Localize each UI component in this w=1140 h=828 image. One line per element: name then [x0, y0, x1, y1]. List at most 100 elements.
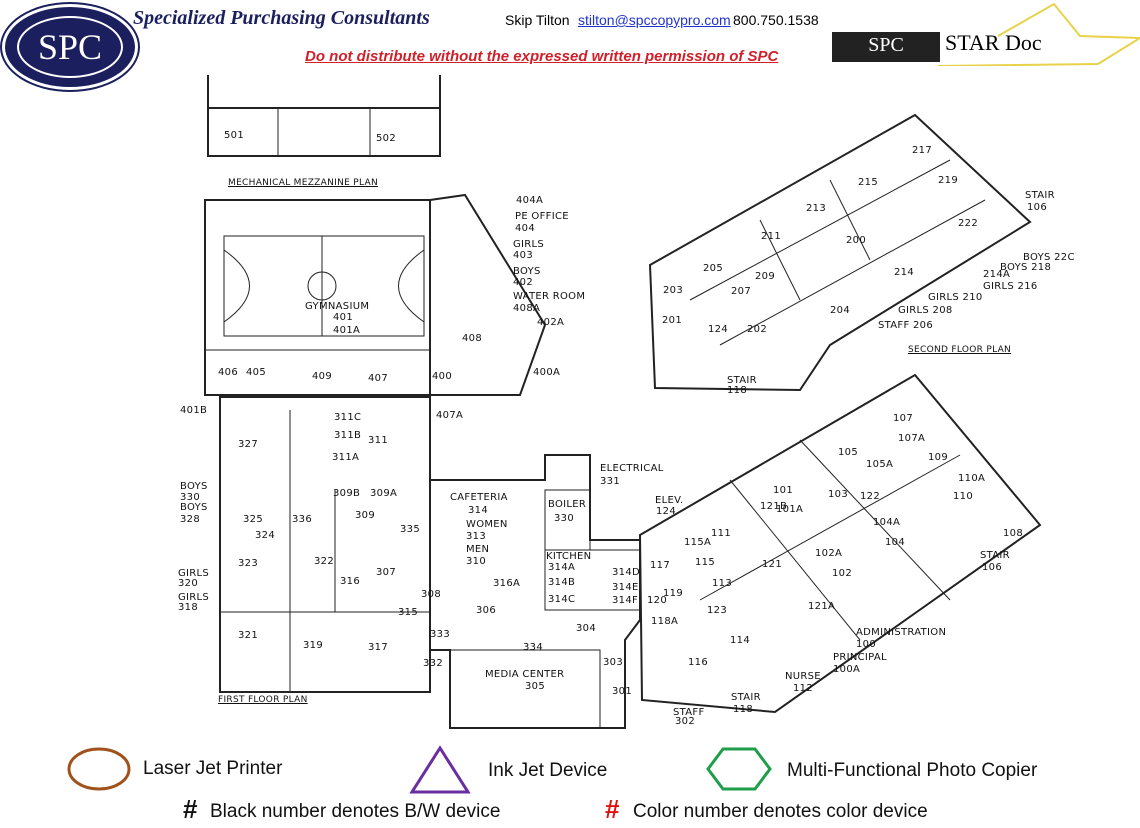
room-label: 404A — [516, 195, 544, 206]
second-floor-block — [648, 113, 1032, 392]
room-label: GIRLS 216 — [983, 281, 1038, 292]
room-label: BOYS — [180, 502, 208, 513]
room-label: STAIR — [1025, 190, 1055, 201]
room-label: 118A — [651, 616, 679, 627]
room-label: 113 — [712, 578, 732, 589]
room-label: 213 — [806, 203, 826, 214]
room-label: 315 — [398, 607, 418, 618]
room-label: 314C — [548, 594, 576, 605]
room-label: 400 — [432, 371, 452, 382]
mezzanine-outline — [207, 107, 441, 157]
room-label: 402 — [513, 277, 533, 288]
first-floor-block — [219, 396, 431, 693]
room-label: 316 — [340, 576, 360, 587]
room-label: WOMEN — [466, 519, 508, 530]
room-label: KITCHEN — [546, 551, 592, 562]
room-label: 204 — [830, 305, 850, 316]
room-label: 104A — [873, 517, 901, 528]
contact-email-link[interactable]: stilton@spccopypro.com — [578, 12, 731, 28]
room-label: 121 — [762, 559, 782, 570]
star-icon — [937, 2, 1140, 66]
room-label: STAFF — [673, 707, 705, 718]
room-label: STAFF 206 — [878, 320, 933, 331]
room-label: 106 — [982, 562, 1002, 573]
first-floor-east-wing — [638, 373, 1042, 714]
room-label: 311 — [368, 435, 388, 446]
laser-printer-circle-icon — [67, 747, 131, 791]
room-label: 106 — [1027, 202, 1047, 213]
room-label: 321 — [238, 630, 258, 641]
room-label: FIRST FLOOR PLAN — [218, 695, 308, 705]
room-label: GIRLS — [513, 239, 545, 250]
room-label: 211 — [761, 231, 781, 242]
room-label: 222 — [958, 218, 978, 229]
room-label: 328 — [180, 514, 200, 525]
room-label: 109 — [928, 452, 948, 463]
room-label: 314D — [612, 567, 640, 578]
room-label: 214A — [983, 269, 1011, 280]
room-label: 120 — [647, 595, 667, 606]
room-label: 311C — [334, 412, 362, 423]
room-label: STAIR — [727, 375, 757, 386]
legend-bw-label: Black number denotes B/W device — [210, 801, 501, 822]
room-label: 219 — [938, 175, 958, 186]
room-label: GIRLS 210 — [928, 292, 983, 303]
room-label: 209 — [755, 271, 775, 282]
room-label: 314F — [612, 595, 639, 606]
room-label: 104 — [885, 537, 905, 548]
room-label: 123 — [707, 605, 727, 616]
room-label: 324 — [255, 530, 275, 541]
room-label: 103 — [828, 489, 848, 500]
room-label: 214 — [894, 267, 914, 278]
red-hash-icon: # — [605, 794, 620, 824]
room-label: 313 — [466, 531, 486, 542]
room-label: 116 — [688, 657, 708, 668]
mfp-hexagon-icon — [706, 747, 772, 791]
contact-phone: 800.750.1538 — [733, 12, 819, 28]
room-label: 119 — [663, 588, 683, 599]
room-label: 108 — [1003, 528, 1023, 539]
room-label: 331 — [600, 476, 620, 487]
room-label: NURSE — [785, 671, 821, 682]
room-label: 114 — [730, 635, 750, 646]
room-label: PRINCIPAL — [833, 652, 887, 663]
room-label: 107 — [893, 413, 913, 424]
room-label: 310 — [466, 556, 486, 567]
room-label: 215 — [858, 177, 878, 188]
room-label: 309B — [333, 488, 361, 499]
room-label: 118 — [727, 385, 747, 396]
floor-plan-drawing — [204, 75, 1042, 729]
room-label: GIRLS — [178, 592, 210, 603]
room-label: 402A — [537, 317, 565, 328]
room-label: 314 — [468, 505, 488, 516]
room-label: 308 — [421, 589, 441, 600]
room-label: 323 — [238, 558, 258, 569]
room-label: 314A — [548, 562, 576, 573]
room-label: MEN — [466, 544, 490, 555]
room-label: 205 — [703, 263, 723, 274]
room-label: 110 — [953, 491, 973, 502]
room-label: 314B — [548, 577, 576, 588]
room-label: 203 — [663, 285, 683, 296]
inkjet-triangle-icon — [409, 745, 471, 794]
room-label: 327 — [238, 439, 258, 450]
room-label: BOYS 218 — [1000, 262, 1052, 273]
gym-wing — [429, 193, 547, 396]
room-label: 201 — [662, 315, 682, 326]
room-label: 403 — [513, 250, 533, 261]
room-label: GIRLS 208 — [898, 305, 953, 316]
room-label: ADMINISTRATION — [856, 627, 947, 638]
room-label: 305 — [525, 681, 545, 692]
legend-mfp-label: Multi-Functional Photo Copier — [787, 760, 1038, 781]
stardoc-logo: SPC — [832, 32, 940, 62]
room-label: WATER ROOM — [513, 291, 586, 302]
room-label: 107A — [898, 433, 926, 444]
room-label: BOYS — [180, 481, 208, 492]
room-label: ELEV. — [655, 495, 684, 506]
room-label: 501 — [224, 130, 244, 141]
room-label: 118 — [733, 704, 753, 715]
room-label: ELECTRICAL — [600, 463, 664, 474]
room-label: 401 — [333, 312, 353, 323]
room-label: 317 — [368, 642, 388, 653]
room-label: 320 — [178, 578, 198, 589]
